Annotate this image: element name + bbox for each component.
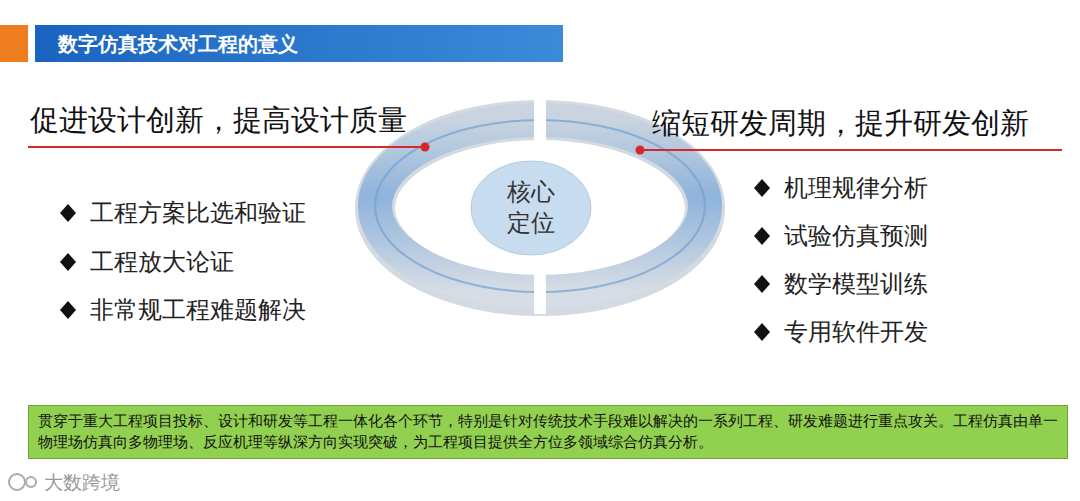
bullet-item: 工程放大论证 xyxy=(90,248,234,277)
core-label: 核心 定位 xyxy=(503,177,558,239)
core-circle: 核心 定位 xyxy=(470,160,592,256)
section-heading: 促进设计创新，提高设计质量 xyxy=(30,103,407,138)
bullet-item: 专用软件开发 xyxy=(784,318,928,347)
title-bar xyxy=(35,25,563,62)
summary-text: 贯穿于重大工程项目投标、设计和研发等工程一体化各个环节，特别是针对传统技术手段难… xyxy=(38,411,1058,453)
bullet-item: 数学模型训练 xyxy=(784,270,928,299)
ring-dot xyxy=(421,143,430,152)
underline xyxy=(28,146,425,148)
section-heading: 缩短研发周期，提升研发创新 xyxy=(652,106,1029,141)
ring-edge xyxy=(375,120,705,292)
bullet-item: 机理规律分析 xyxy=(784,174,928,203)
circle-shape xyxy=(470,160,592,256)
ring-gap xyxy=(534,272,546,314)
bullet-item: 工程方案比选和验证 xyxy=(90,199,306,228)
bullet-diamonds xyxy=(60,179,770,341)
watermark: 大数跨境 xyxy=(44,471,120,494)
watermark-logo xyxy=(9,474,36,490)
underline xyxy=(640,149,1062,151)
bullet-item: 试验仿真预测 xyxy=(784,222,928,251)
bullet-item: 非常规工程难题解决 xyxy=(90,296,306,325)
accent-square xyxy=(0,25,28,62)
ring-gap xyxy=(534,100,546,140)
title: 数字仿真技术对工程的意义 xyxy=(58,31,298,58)
ring xyxy=(375,120,705,292)
summary-box: 贯穿于重大工程项目投标、设计和研发等工程一体化各个环节，特别是针对传统技术手段难… xyxy=(28,405,1068,459)
ring-shadow xyxy=(375,120,705,296)
ring-dot xyxy=(636,146,645,155)
